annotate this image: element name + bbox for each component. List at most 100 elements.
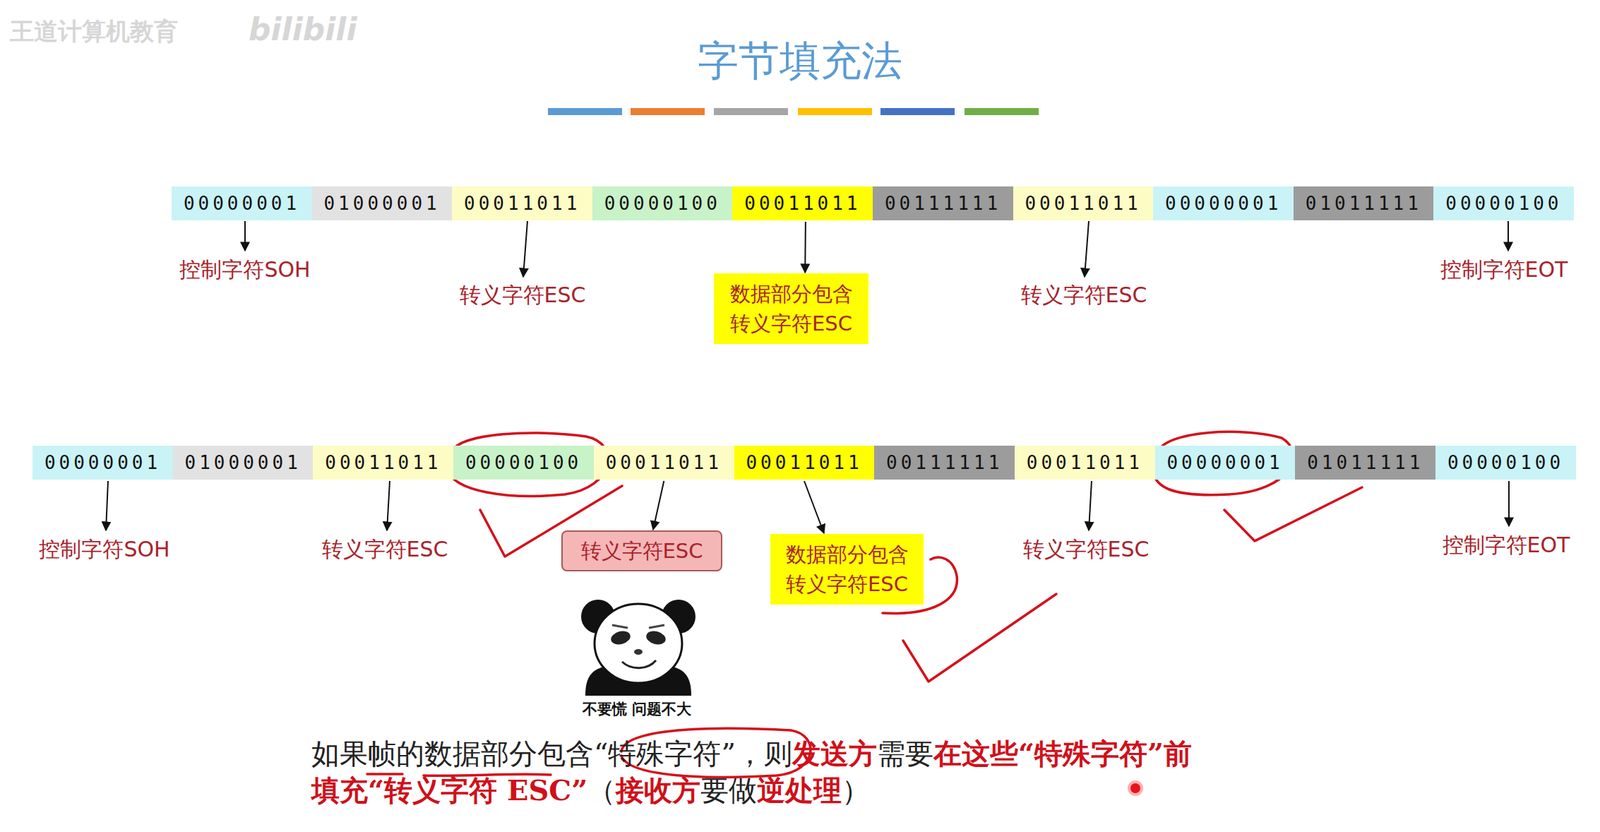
field-label: 控制字符SOH [0,535,246,565]
byte-cell: 00011011 [734,445,875,480]
byte-cell: 00111111 [874,445,1015,480]
byte-bits: 01000001 [323,192,440,214]
leader-line [1507,221,1509,251]
panda-eye [609,629,632,647]
byte-bits: 00000001 [1165,192,1282,214]
field-label: 控制字符EOT [1362,255,1600,285]
byte-cell: 01011111 [1294,445,1436,480]
emphasis-text: 发送方 [792,736,877,770]
title: 字节填充法 [0,33,1600,89]
leader-line [523,221,528,277]
byte-bits: 00011011 [744,192,861,214]
emphasis-text: 接收方 [615,773,701,807]
byte-bits: 00011011 [324,451,442,474]
callout-box: 转义字符ESC [561,530,723,572]
field-label: 转义字符ESC [243,535,527,565]
caption-text: 需要 [876,737,934,770]
connector-arrow [804,221,807,273]
byte-bits: 01000001 [184,451,302,474]
panda-nose [634,648,643,655]
leader-line [1508,480,1510,527]
callout-text: 数据部分包含 转义字符ESC [777,539,917,599]
laser-dot [1129,781,1142,795]
panda-face [594,603,683,683]
field-label: 转义字符ESC [944,535,1228,565]
emphasis-text: 逆处理 [756,773,842,807]
byte-bits: 00011011 [745,451,863,474]
byte-bits: 00000100 [1447,451,1564,474]
byte-bits: 00111111 [886,451,1003,474]
color-bar [630,108,705,116]
byte-cell: 00000001 [1155,445,1296,480]
byte-bits: 01011111 [1305,192,1423,214]
annotation-ellipse [447,432,608,496]
byte-bits: 00000001 [1166,451,1283,474]
caption-line: 填充“转义字符 ESC”（接收方要做逆处理） [311,771,870,810]
caption-text: ） [841,773,870,807]
annotation-ellipse [1153,431,1294,495]
watermark: 王道计算机教育 [9,15,178,49]
byte-cell: 00000100 [1433,186,1574,221]
byte-bits: 00000001 [44,451,161,474]
byte-bits: 01011111 [1306,451,1424,474]
callout-box: 数据部分包含 转义字符ESC [770,533,924,605]
color-bar [964,108,1039,116]
color-bar [547,108,623,116]
emphasis-text: 在这些“特殊字符”前 [933,736,1192,770]
leader-line [1084,221,1089,277]
byte-cell: 00000001 [32,445,173,480]
title-bars [547,108,1039,116]
byte-bits: 00000100 [465,451,582,474]
meme-caption: 不要慌 问题不大 [495,699,779,719]
caption-text: 如果帧的数据部分包含“特殊字符”，则 [311,737,793,770]
byte-cell: 00000001 [171,186,313,221]
leader-line [244,221,246,251]
field-label: 转义字符ESC [942,281,1226,310]
byte-bits: 00000100 [1445,192,1562,214]
leader-line [386,480,390,531]
color-bar [880,108,955,116]
leader-line [105,480,109,531]
byte-cell: 00011011 [1013,186,1154,221]
leader-line [1088,480,1092,531]
annotation-check [1224,487,1363,541]
byte-cell: 00011011 [732,186,873,221]
caption-line: 如果帧的数据部分包含“特殊字符”，则发送方需要在这些“特殊字符”前 [311,734,1192,774]
connector-arrow [653,480,664,530]
field-label: 控制字符SOH [103,255,387,285]
watermark: bilibili [248,11,357,48]
byte-cell: 00011011 [451,186,593,221]
byte-cell: 00011011 [1014,445,1156,480]
field-label: 控制字符EOT [1364,530,1600,560]
leader-lines [105,221,1509,531]
byte-cell: 00000100 [1435,445,1576,480]
panda-mouth [622,660,656,668]
byte-cell: 00000100 [592,186,733,221]
color-bar [713,108,788,116]
byte-cell: 01000001 [172,445,314,480]
byte-bits: 00011011 [1026,451,1144,474]
callout-text: 数据部分包含 转义字符ESC [720,278,862,339]
byte-bits: 00011011 [605,451,723,474]
byte-cell: 01011111 [1293,186,1435,221]
panda-meme [581,599,696,696]
callout-box: 数据部分包含 转义字符ESC [713,273,869,344]
field-label: 转义字符ESC [381,281,664,310]
caption-text: （ [587,773,616,807]
annotation-check [903,593,1057,682]
caption-text: 要做 [700,773,757,807]
byte-bits: 00011011 [463,192,581,214]
byte-cell: 00011011 [593,445,735,480]
emphasis-text: 填充“转义字符 ESC” [311,773,588,807]
panda-eye [644,629,668,647]
byte-cell: 00111111 [872,186,1014,221]
panda-brow [612,624,665,628]
byte-cell: 00000100 [453,445,594,480]
byte-bits: 00000001 [183,192,301,214]
byte-bits: 00000100 [604,192,721,214]
color-bar [797,108,873,116]
callout-text: 转义字符ESC [581,535,704,566]
